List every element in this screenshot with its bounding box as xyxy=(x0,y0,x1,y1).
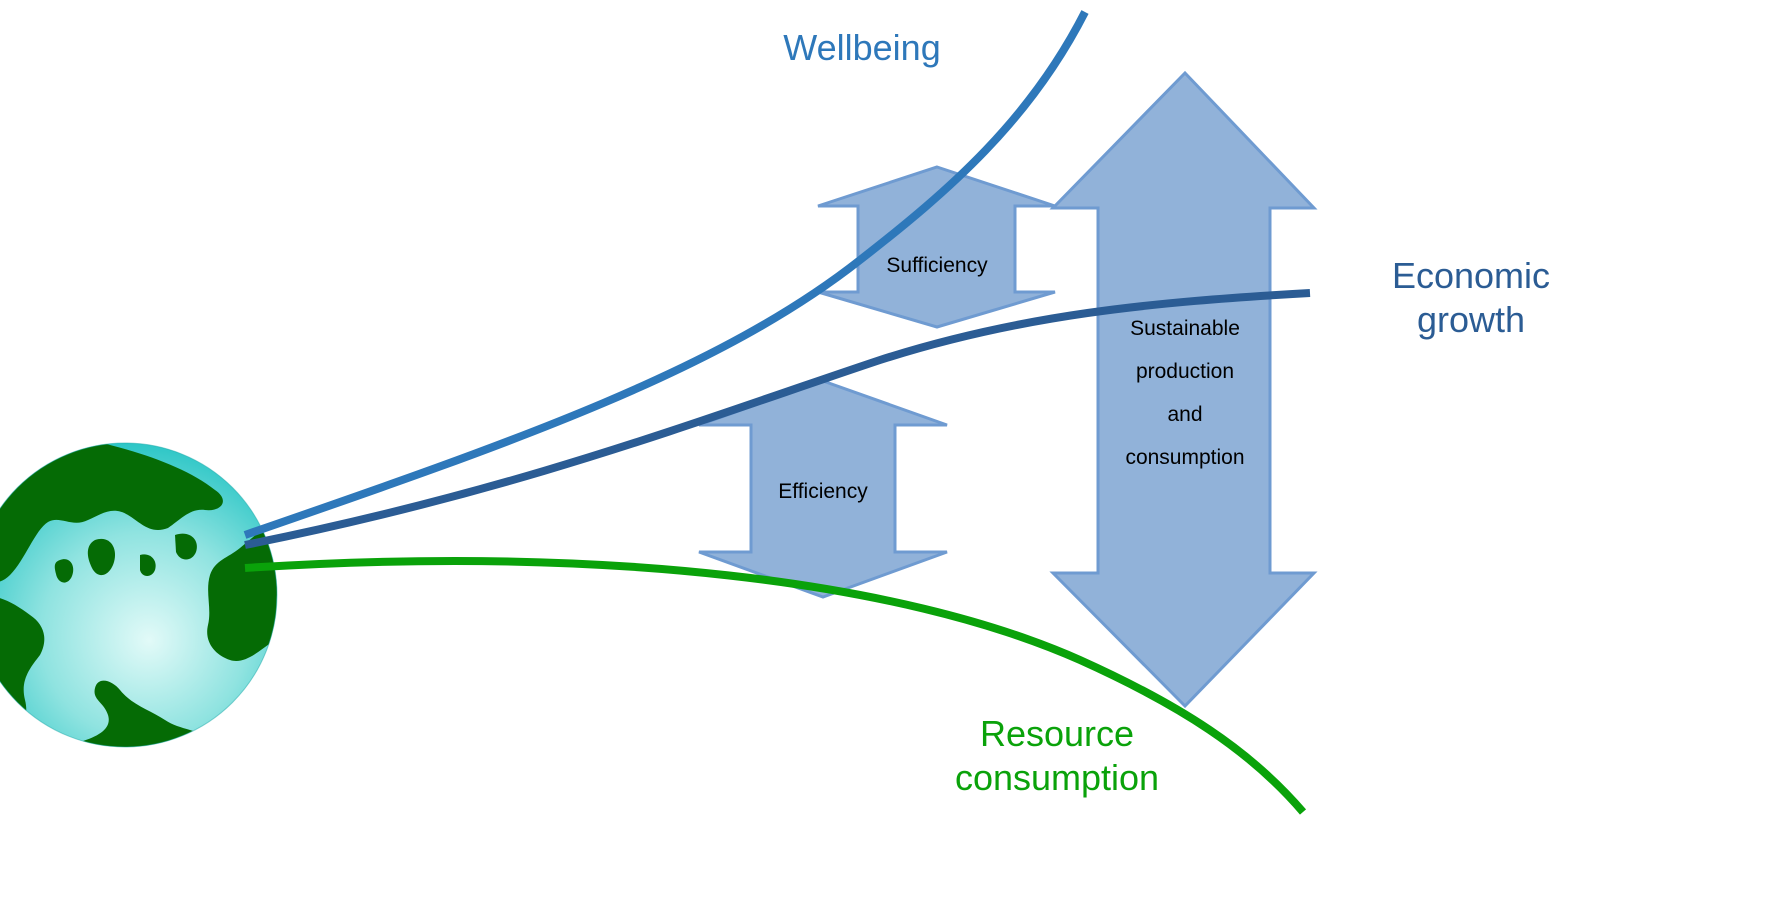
sufficiency-label: Sufficiency xyxy=(886,254,988,277)
economic-growth-curve xyxy=(244,289,1311,549)
sustainable-label-line1: Sustainable xyxy=(1130,317,1240,340)
efficiency-arrow: Efficiency xyxy=(698,379,948,599)
globe-island-2 xyxy=(54,559,74,583)
globe-land-east xyxy=(207,520,277,661)
resource-consumption-label-line1: Resource xyxy=(980,713,1134,754)
sustainable-arrow: Sustainable production and consumption xyxy=(1049,70,1318,709)
wellbeing-label: Wellbeing xyxy=(783,27,940,68)
efficiency-label: Efficiency xyxy=(778,480,868,503)
sustainable-label-line3: and xyxy=(1167,403,1202,426)
sustainable-label-line2: production xyxy=(1136,360,1234,383)
sustainable-label-line4: consumption xyxy=(1125,446,1244,469)
resource-consumption-curve xyxy=(244,557,1307,815)
globe-land-west xyxy=(0,596,45,740)
sufficiency-arrow: Sufficiency xyxy=(817,165,1056,329)
globe-island-3 xyxy=(140,554,156,576)
economic-growth-label-line1: Economic xyxy=(1392,255,1550,296)
sustainable-arrow-shape xyxy=(1049,70,1318,709)
globe-island-4 xyxy=(175,533,197,560)
resource-consumption-label-line2: consumption xyxy=(955,757,1159,798)
globe-island-1 xyxy=(87,538,116,576)
efficiency-arrow-shape xyxy=(698,379,948,599)
economic-growth-label-line2: growth xyxy=(1417,299,1525,340)
wellbeing-curve xyxy=(243,10,1089,539)
globe-icon xyxy=(0,442,278,748)
sufficiency-arrow-shape xyxy=(817,165,1056,329)
